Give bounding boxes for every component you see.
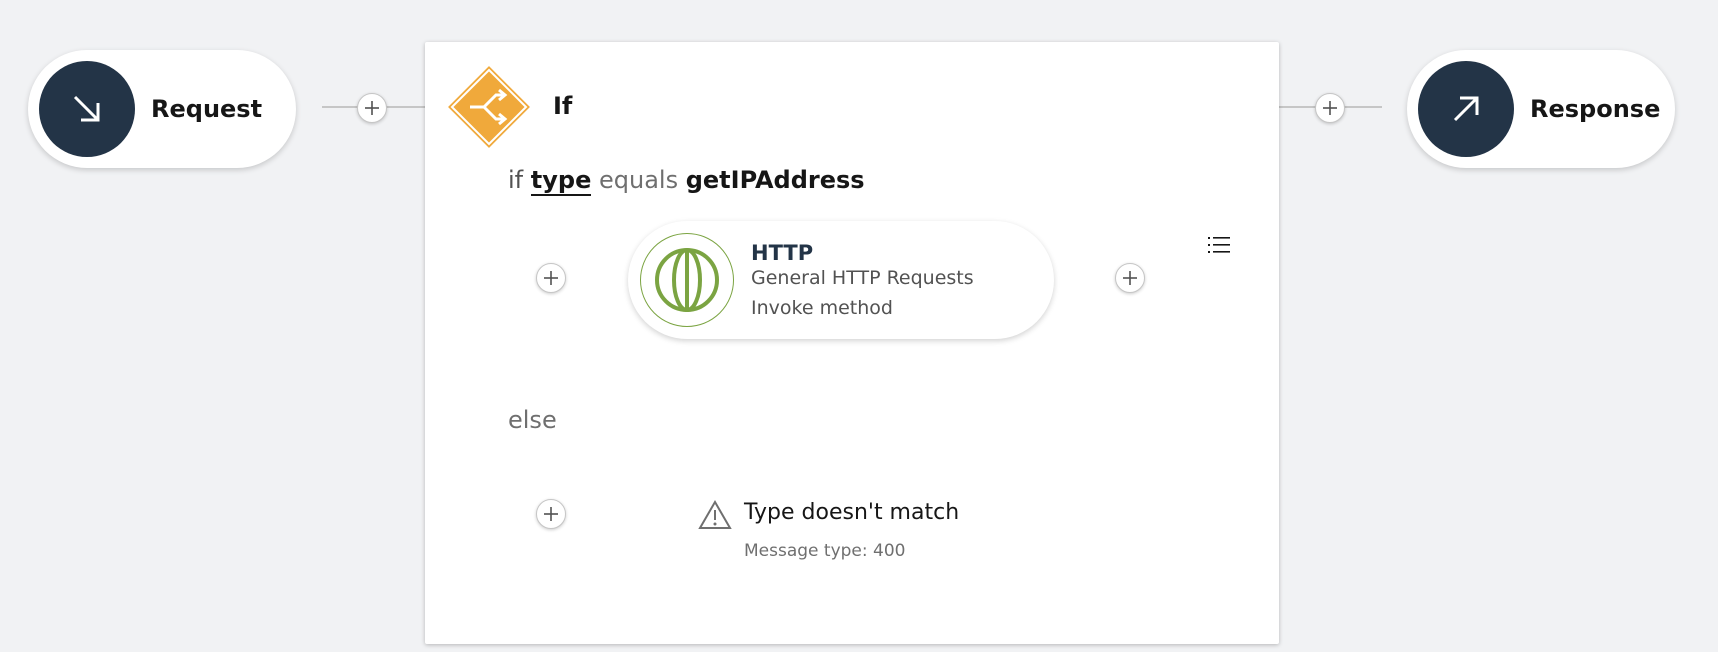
condition-operator: equals [598, 166, 679, 194]
request-label: Request [151, 95, 263, 123]
add-step-button[interactable] [536, 263, 566, 293]
http-node[interactable]: HTTP General HTTP Requests Invoke method [628, 221, 1054, 339]
plus-icon [365, 101, 379, 115]
plus-icon [544, 507, 558, 521]
branch-icon[interactable] [444, 62, 534, 152]
http-subtitle: General HTTP Requests [751, 267, 974, 289]
plus-icon [1123, 271, 1137, 285]
if-block[interactable] [425, 42, 1279, 644]
add-step-button[interactable] [1315, 93, 1345, 123]
response-label: Response [1530, 95, 1661, 123]
add-step-button[interactable] [357, 93, 387, 123]
condition-value: getIPAddress [685, 166, 865, 194]
else-action-message: Message type: 400 [744, 541, 906, 561]
plus-icon [544, 271, 558, 285]
condition-prefix: if [508, 166, 524, 194]
add-step-button[interactable] [1115, 263, 1145, 293]
http-title: HTTP [751, 241, 814, 265]
http-method: Invoke method [751, 297, 893, 319]
if-condition[interactable]: if type equals getIPAddress [508, 166, 865, 196]
arrow-up-right-icon [1418, 61, 1514, 157]
arrow-down-right-icon [39, 61, 135, 157]
response-node[interactable]: Response [1407, 50, 1675, 168]
if-label: If [553, 92, 573, 120]
else-action-title[interactable]: Type doesn't match [744, 500, 960, 525]
condition-field[interactable]: type [530, 166, 592, 196]
plus-icon [1323, 101, 1337, 115]
add-step-button[interactable] [536, 499, 566, 529]
list-icon[interactable] [1207, 234, 1231, 256]
warning-icon [698, 500, 732, 529]
globe-icon [640, 233, 734, 327]
else-label: else [508, 406, 557, 434]
request-node[interactable]: Request [28, 50, 296, 168]
